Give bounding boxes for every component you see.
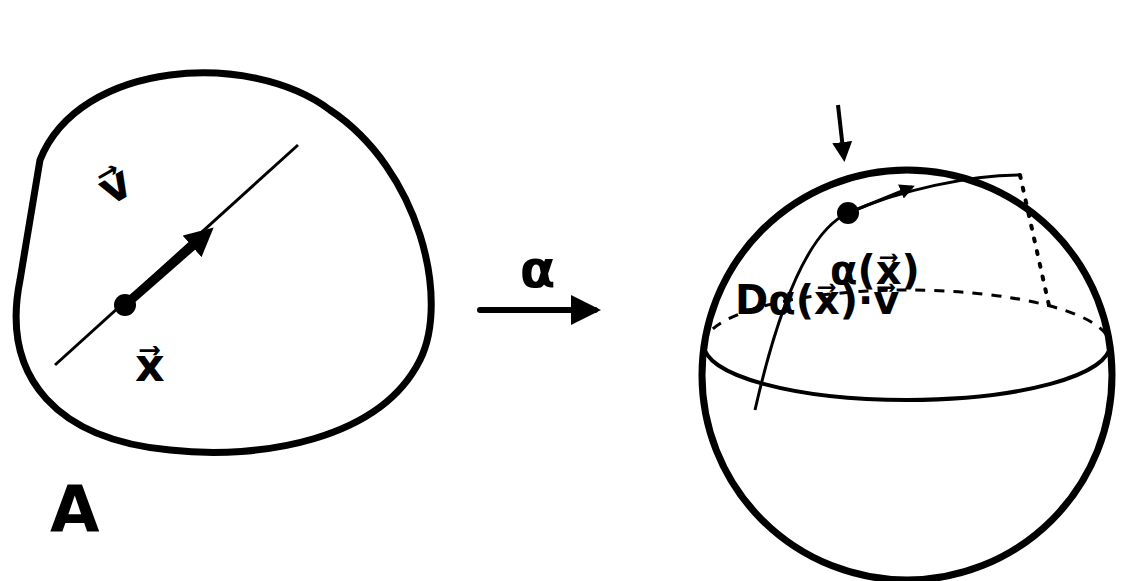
map-label: α xyxy=(520,241,556,298)
sphere-drawing xyxy=(690,160,1120,581)
image-point-label: α(x⃗) xyxy=(830,248,920,292)
sphere: Dα(x⃗)·v⃗α(x⃗) xyxy=(690,160,1120,581)
region-outline xyxy=(16,73,431,453)
domain-region: v⃗x⃗A xyxy=(0,50,450,470)
point-label: x⃗ xyxy=(135,340,165,391)
vector-label: v⃗ xyxy=(89,156,140,215)
region-name: A xyxy=(50,475,100,545)
sphere-outline xyxy=(702,170,1112,580)
leader-arrow xyxy=(838,105,844,158)
line-through-point xyxy=(55,145,298,365)
domain-region-drawing xyxy=(0,50,450,470)
point-dot xyxy=(114,294,136,316)
vector-arrow xyxy=(125,235,205,305)
image-point-dot xyxy=(837,202,859,224)
map-arrow xyxy=(480,307,595,313)
dotted-drop xyxy=(1020,175,1050,310)
